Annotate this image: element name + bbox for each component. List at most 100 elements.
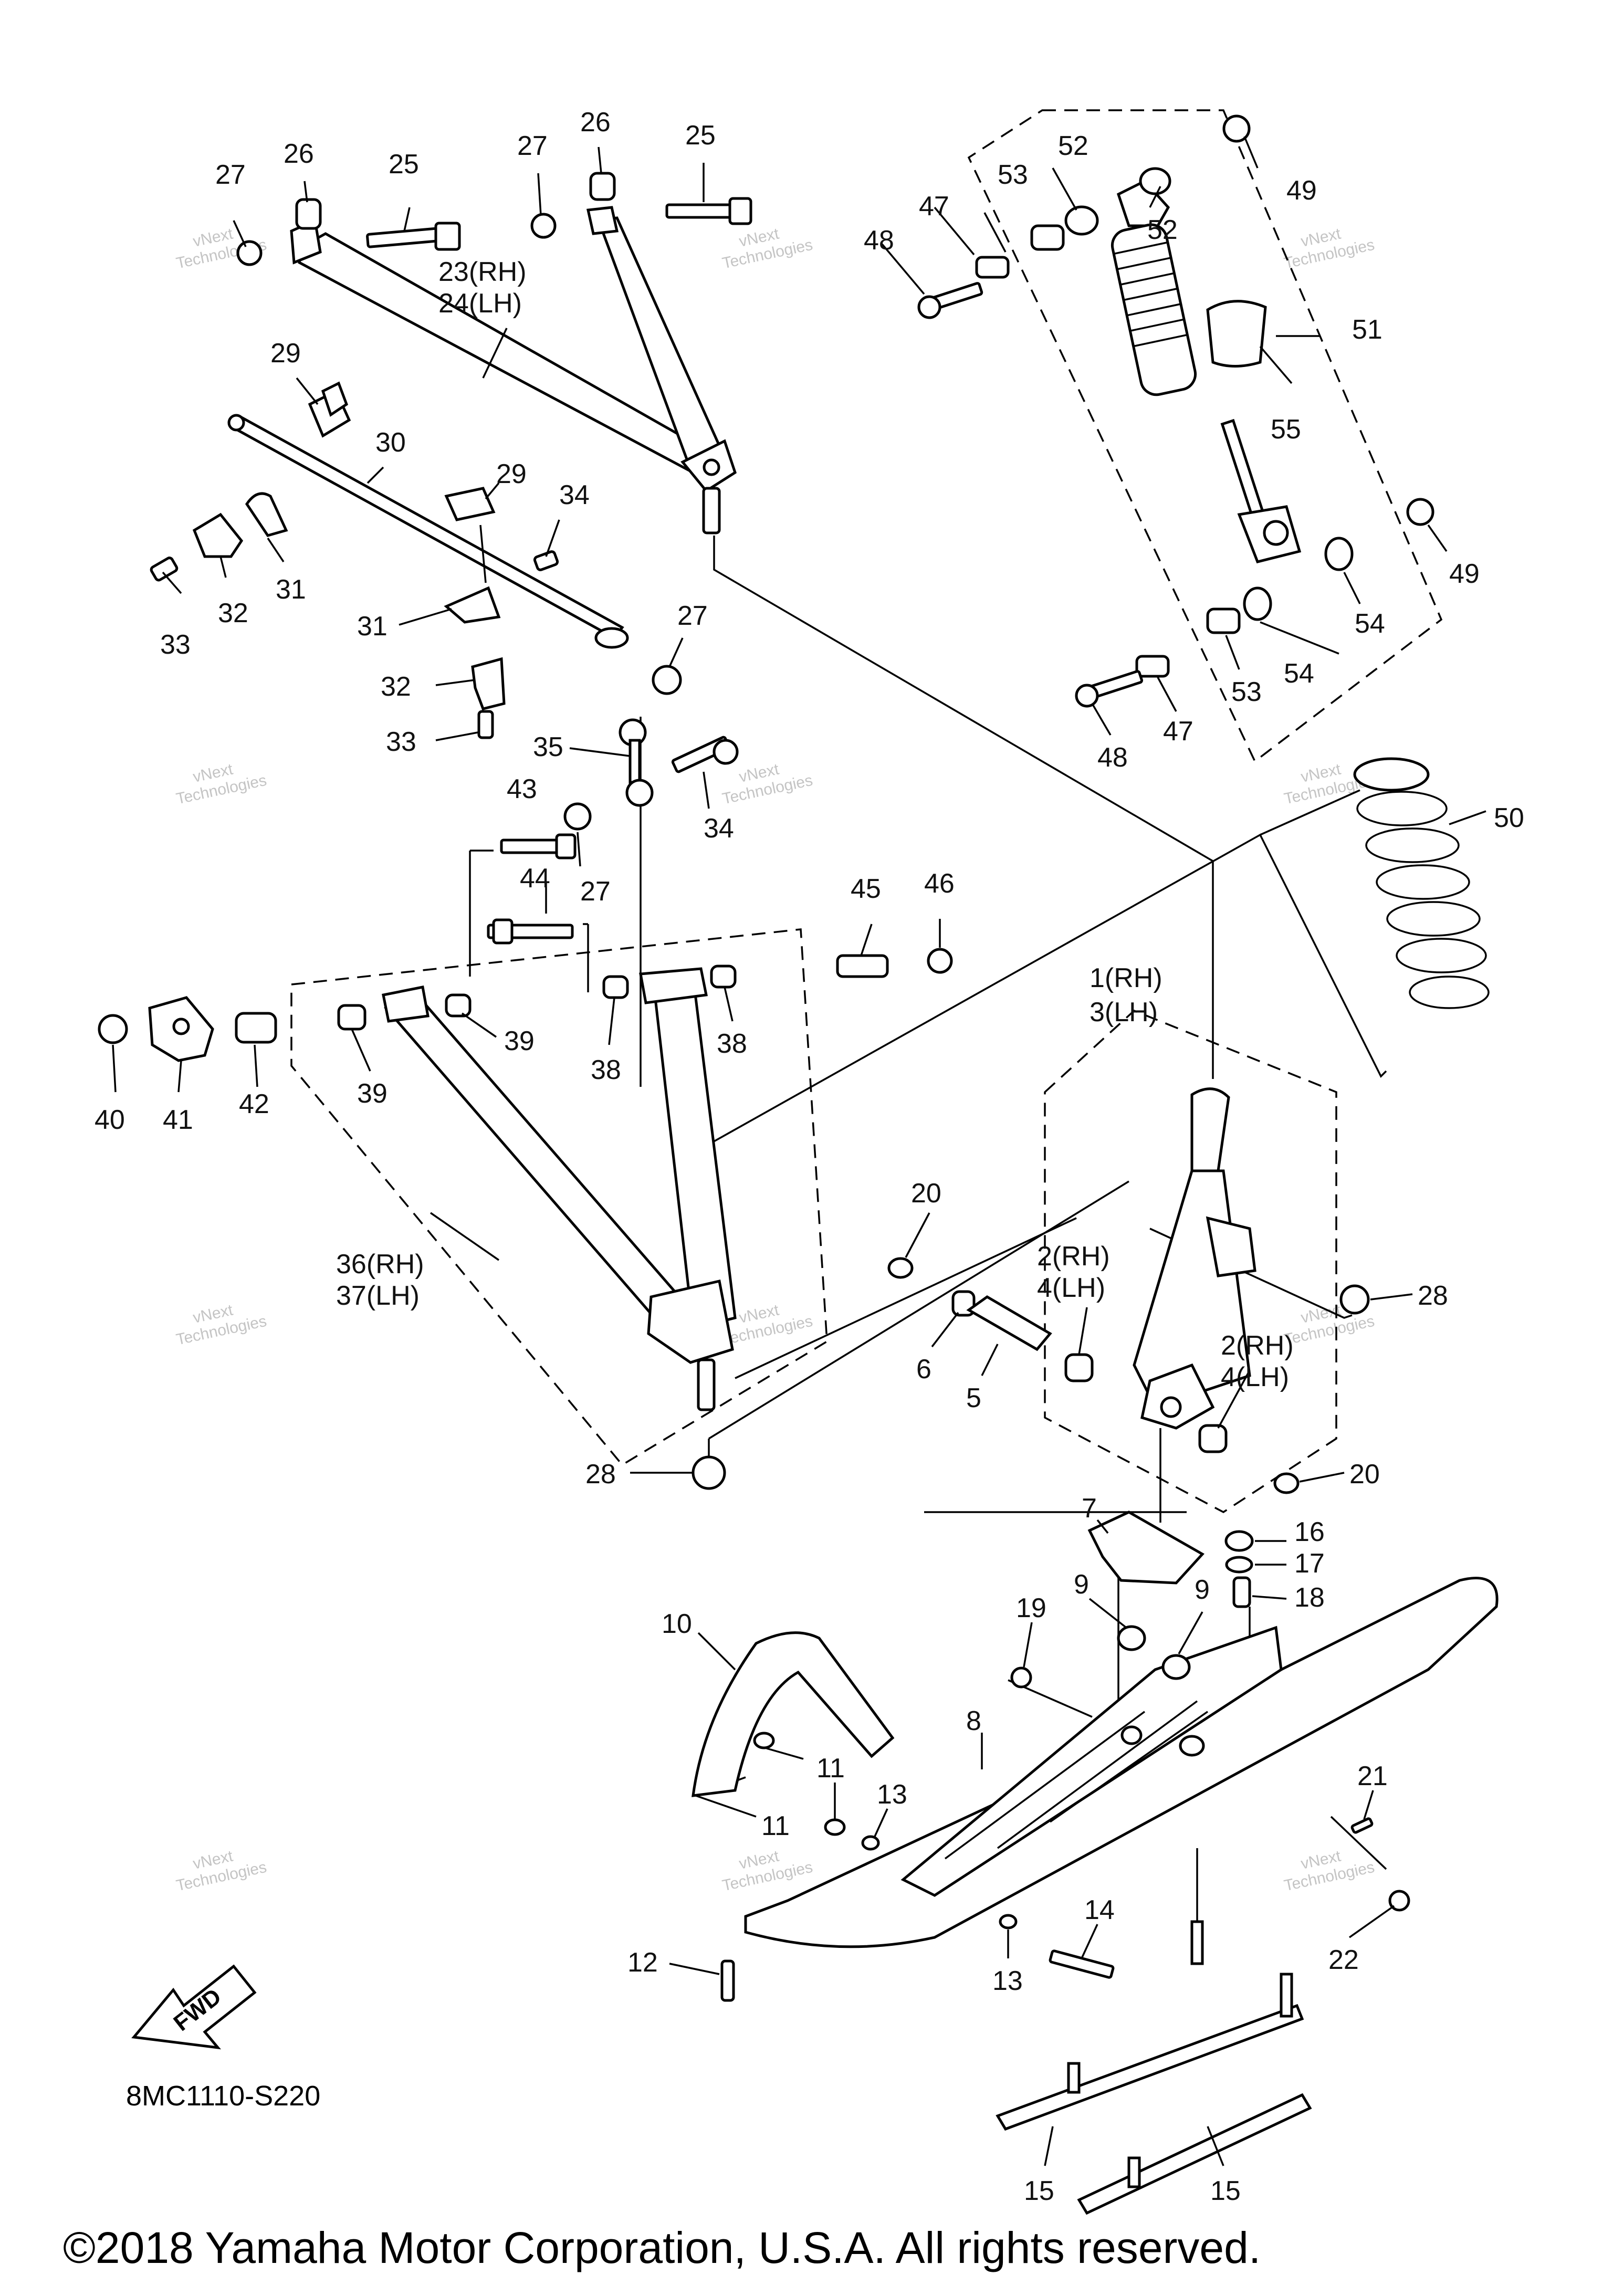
bolt-44 (487, 918, 574, 945)
callout-34[interactable]: 34 (559, 480, 590, 510)
callout-1-rh[interactable]: 1(RH) (1090, 963, 1162, 993)
callout-3-lh[interactable]: 3(LH) (1090, 997, 1158, 1028)
callout-17[interactable]: 17 (1294, 1548, 1325, 1579)
callout-31[interactable]: 31 (357, 611, 387, 642)
callout-27[interactable]: 27 (215, 160, 246, 190)
callout-40[interactable]: 40 (95, 1105, 125, 1135)
callout-28[interactable]: 28 (1418, 1281, 1448, 1311)
callout-4-lh[interactable]: 4(LH) (1037, 1273, 1105, 1303)
callout-34[interactable]: 34 (704, 813, 734, 844)
callout-15[interactable]: 15 (1024, 2176, 1054, 2206)
nut-16 (1224, 1530, 1254, 1552)
watermark: vNext Technologies (175, 1301, 268, 1348)
callout-20[interactable]: 20 (1349, 1459, 1380, 1490)
callout-43[interactable]: 43 (507, 774, 537, 804)
callout-54[interactable]: 54 (1355, 609, 1385, 639)
callout-20[interactable]: 20 (911, 1178, 941, 1209)
callout-46[interactable]: 46 (924, 868, 955, 899)
callout-41[interactable]: 41 (163, 1105, 193, 1135)
watermark: vNext Technologies (175, 1847, 268, 1894)
callout-28[interactable]: 28 (585, 1459, 616, 1490)
callout-16[interactable]: 16 (1294, 1517, 1325, 1547)
callout-24-lh[interactable]: 24(LH) (438, 288, 522, 319)
wear-bar-15-right (1077, 2093, 1312, 2215)
callout-26[interactable]: 26 (284, 139, 314, 169)
callout-27[interactable]: 27 (517, 131, 548, 161)
callout-29[interactable]: 29 (270, 338, 301, 369)
nut-27-right (530, 213, 557, 239)
callout-33[interactable]: 33 (386, 727, 416, 757)
callout-32[interactable]: 32 (381, 672, 411, 702)
callout-30[interactable]: 30 (375, 427, 406, 458)
callout-27[interactable]: 27 (580, 876, 611, 907)
callout-42[interactable]: 42 (239, 1089, 269, 1119)
bushing-11-upper (753, 1732, 775, 1749)
callout-27[interactable]: 27 (677, 601, 708, 631)
callout-55[interactable]: 55 (1271, 414, 1301, 445)
callout-9[interactable]: 9 (1074, 1569, 1089, 1600)
callout-48[interactable]: 48 (864, 225, 894, 256)
callout-2-rh[interactable]: 2(RH) (1221, 1330, 1294, 1361)
callout-49[interactable]: 49 (1286, 175, 1317, 206)
callout-52[interactable]: 52 (1147, 215, 1178, 245)
callout-54[interactable]: 54 (1284, 658, 1314, 689)
callout-9[interactable]: 9 (1195, 1575, 1210, 1605)
callout-23-rh[interactable]: 23(RH) (438, 257, 527, 287)
callout-53[interactable]: 53 (1231, 677, 1262, 707)
callout-51[interactable]: 51 (1352, 314, 1382, 345)
callout-10[interactable]: 10 (662, 1609, 692, 1639)
callout-5[interactable]: 5 (966, 1383, 981, 1413)
saddle-block-7 (1087, 1511, 1204, 1585)
callout-39[interactable]: 39 (504, 1026, 535, 1056)
callout-19[interactable]: 19 (1016, 1593, 1046, 1623)
callout-26[interactable]: 26 (580, 107, 611, 138)
callout-7[interactable]: 7 (1082, 1493, 1097, 1524)
callout-36-rh[interactable]: 36(RH) (336, 1249, 424, 1280)
callout-44[interactable]: 44 (520, 863, 550, 894)
callout-38[interactable]: 38 (717, 1029, 747, 1059)
callout-49[interactable]: 49 (1449, 559, 1480, 589)
callout-47[interactable]: 47 (1163, 716, 1193, 747)
bolt-33-left (150, 557, 179, 582)
callout-2-rh[interactable]: 2(RH) (1037, 1241, 1110, 1272)
callout-47[interactable]: 47 (919, 191, 949, 222)
callout-8[interactable]: 8 (966, 1706, 981, 1736)
callout-31[interactable]: 31 (276, 574, 306, 605)
callout-38[interactable]: 38 (591, 1055, 621, 1085)
callout-18[interactable]: 18 (1294, 1582, 1325, 1613)
callout-14[interactable]: 14 (1084, 1895, 1115, 1925)
callout-11[interactable]: 11 (816, 1753, 845, 1784)
callout-21[interactable]: 21 (1357, 1761, 1388, 1791)
callout-35[interactable]: 35 (533, 732, 563, 762)
callout-39[interactable]: 39 (357, 1078, 387, 1109)
bushing-9-right (1161, 1654, 1191, 1680)
callout-32[interactable]: 32 (218, 598, 248, 628)
callout-25[interactable]: 25 (685, 120, 716, 151)
callout-50[interactable]: 50 (1494, 803, 1524, 833)
watermark: vNext Technologies (721, 1847, 814, 1894)
bracket-41 (148, 996, 214, 1062)
shock-sleeve-55 (1206, 300, 1267, 368)
callout-52[interactable]: 52 (1058, 131, 1088, 161)
callout-29[interactable]: 29 (496, 459, 527, 489)
callout-48[interactable]: 48 (1097, 742, 1128, 773)
callout-4-lh[interactable]: 4(LH) (1221, 1362, 1289, 1392)
bushing-11-lower (824, 1818, 846, 1836)
spacer-47-lower (1135, 655, 1170, 678)
callout-25[interactable]: 25 (389, 149, 419, 180)
callout-13[interactable]: 13 (992, 1966, 1023, 1996)
callout-22[interactable]: 22 (1328, 1945, 1359, 1975)
callout-53[interactable]: 53 (998, 160, 1028, 190)
callout-6[interactable]: 6 (916, 1354, 931, 1385)
callout-12[interactable]: 12 (627, 1947, 658, 1978)
callout-37-lh[interactable]: 37(LH) (336, 1281, 420, 1311)
callout-45[interactable]: 45 (851, 874, 881, 904)
callout-13[interactable]: 13 (877, 1779, 907, 1810)
callout-11[interactable]: 11 (761, 1811, 790, 1841)
callout-15[interactable]: 15 (1210, 2176, 1241, 2206)
callout-33[interactable]: 33 (160, 630, 191, 660)
bushing-38-right (710, 964, 737, 989)
washer-13-upper (861, 1835, 880, 1851)
nut-49-upper (1222, 114, 1251, 143)
